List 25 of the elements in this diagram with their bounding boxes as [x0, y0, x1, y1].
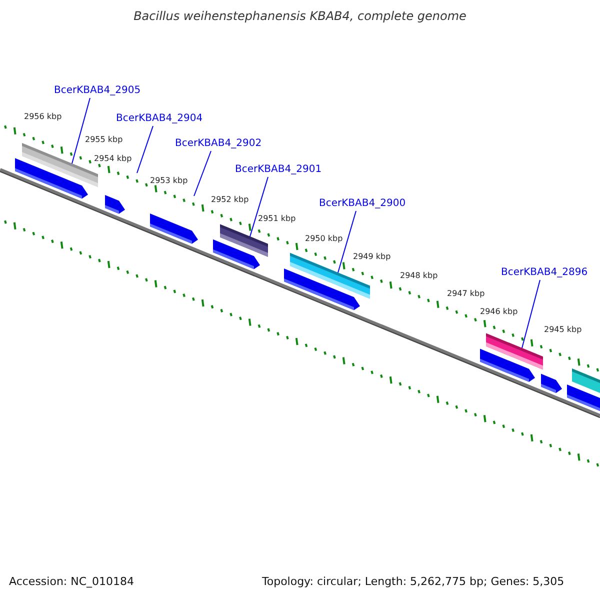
genome-summary-text: Topology: circular; Length: 5,262,775 bp; Genes: 5,305	[262, 576, 564, 588]
tick-label: 2945 kbp	[544, 326, 582, 335]
gene-label: BcerKBAB4_2905	[54, 85, 141, 96]
accession-text: Accession: NC_010184	[9, 576, 134, 588]
tick-label: 2951 kbp	[258, 215, 296, 224]
gene-label: BcerKBAB4_2901	[235, 164, 322, 175]
tick-label: 2955 kbp	[85, 136, 123, 145]
gene-bar	[486, 333, 543, 370]
tick-label: 2948 kbp	[400, 272, 438, 281]
tick-label: 2947 kbp	[447, 290, 485, 299]
tick-label: 2949 kbp	[353, 253, 391, 262]
leader-line	[72, 98, 90, 164]
gene-label: BcerKBAB4_2900	[319, 198, 406, 209]
leader-line	[194, 150, 212, 196]
gene-label: BcerKBAB4_2904	[116, 113, 203, 124]
tick-label: 2953 kbp	[150, 177, 188, 186]
leader-line	[136, 126, 154, 174]
gene-label: BcerKBAB4_2902	[175, 138, 262, 149]
leader-line	[250, 176, 268, 237]
title: Bacillus weihenstephanensis KBAB4, complete genome	[132, 10, 468, 24]
leader-line	[338, 210, 356, 274]
leader-line	[522, 280, 540, 349]
gene-label: BcerKBAB4_2896	[501, 267, 588, 278]
tick-label: 2954 kbp	[94, 155, 132, 164]
gene-bar	[220, 224, 268, 257]
